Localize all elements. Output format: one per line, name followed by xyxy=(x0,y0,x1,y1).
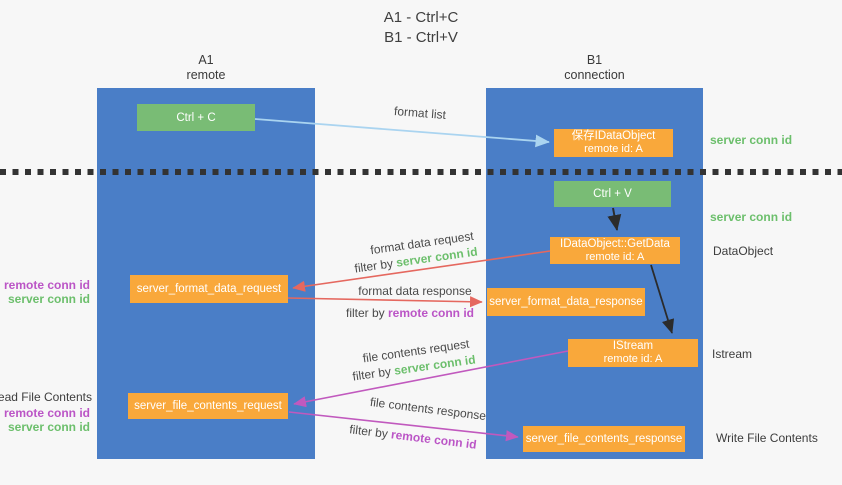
node-idataobject-getdata-label: IDataObject::GetData xyxy=(560,237,670,250)
filter-by-prefix-2: filter by xyxy=(345,306,388,320)
node-istream-sublabel: remote id: A xyxy=(603,353,663,365)
node-server-file-contents-response-label: server_file_contents_response xyxy=(525,433,683,445)
label-read-file-contents: Read File Contents xyxy=(0,390,92,404)
node-ctrl-v-label: Ctrl + V xyxy=(593,188,632,200)
label-format-data-response: format data response xyxy=(358,284,472,298)
lane-b1-role: connection xyxy=(564,68,625,82)
filter-by-prefix-1: filter by xyxy=(353,255,398,276)
node-server-file-contents-response: server_file_contents_response xyxy=(523,426,685,452)
filter-remote-conn-id-1: remote conn id xyxy=(388,306,475,320)
title-line-1: A1 - Ctrl+C xyxy=(383,9,459,26)
label-server-conn-id-right-mid: server conn id xyxy=(710,210,793,224)
label-server-conn-id-left-bottom: server conn id xyxy=(7,420,90,434)
label-write-file-contents: Write File Contents xyxy=(716,431,818,445)
node-istream-label: IStream xyxy=(612,340,654,352)
dotted-divider-line xyxy=(0,169,842,175)
arrow-format-data-response xyxy=(287,296,483,308)
lane-a1-role: remote xyxy=(186,68,226,82)
label-filter-by-remote-conn-id-2: filter by remote conn id xyxy=(349,422,478,451)
node-idataobject-getdata: IDataObject::GetData remote id: A xyxy=(550,237,680,264)
label-filter-by-remote-conn-id-1: filter by remote conn id xyxy=(346,306,474,320)
label-istream: Istream xyxy=(712,347,753,361)
node-server-file-contents-request: server_file_contents_request xyxy=(128,393,288,419)
lane-b1-name: B1 xyxy=(586,53,603,67)
node-save-idataobject-label: 保存IDataObject xyxy=(571,130,656,142)
node-server-format-data-request: server_format_data_request xyxy=(130,275,288,303)
node-ctrl-c-label: Ctrl + C xyxy=(176,111,216,124)
node-save-idataobject: 保存IDataObject remote id: A xyxy=(554,129,673,157)
label-server-conn-id-left-mid: server conn id xyxy=(7,292,90,306)
node-ctrl-v: Ctrl + V xyxy=(554,181,671,207)
label-remote-conn-id-left-bottom: remote conn id xyxy=(3,406,90,420)
node-save-idataobject-sublabel: remote id: A xyxy=(584,143,643,155)
filter-by-prefix-4: filter by xyxy=(348,422,393,442)
node-server-format-data-response: server_format_data_response xyxy=(487,288,645,316)
node-server-file-contents-request-label: server_file_contents_request xyxy=(134,400,282,412)
node-istream: IStream remote id: A xyxy=(568,339,698,367)
title-line-2: B1 - Ctrl+V xyxy=(384,29,458,46)
label-remote-conn-id-left-mid: remote conn id xyxy=(3,278,90,292)
node-server-format-data-request-label: server_format_data_request xyxy=(136,283,282,295)
label-file-contents-response: file contents response xyxy=(369,394,487,424)
filter-remote-conn-id-2: remote conn id xyxy=(390,427,478,452)
lane-a1-name: A1 xyxy=(198,53,214,67)
label-server-conn-id-right-top: server conn id xyxy=(710,133,793,147)
lane-header-a1: A1 remote xyxy=(97,53,315,83)
node-ctrl-c: Ctrl + C xyxy=(137,104,255,131)
diagram-title: A1 - Ctrl+C B1 - Ctrl+V xyxy=(0,8,842,48)
node-idataobject-getdata-sublabel: remote id: A xyxy=(585,250,645,263)
filter-by-prefix-3: filter by xyxy=(351,363,396,384)
lane-header-b1: B1 connection xyxy=(486,53,703,83)
label-dataobject: DataObject xyxy=(713,244,774,258)
label-format-list: format list xyxy=(393,103,447,123)
node-server-format-data-response-label: server_format_data_response xyxy=(489,296,643,308)
